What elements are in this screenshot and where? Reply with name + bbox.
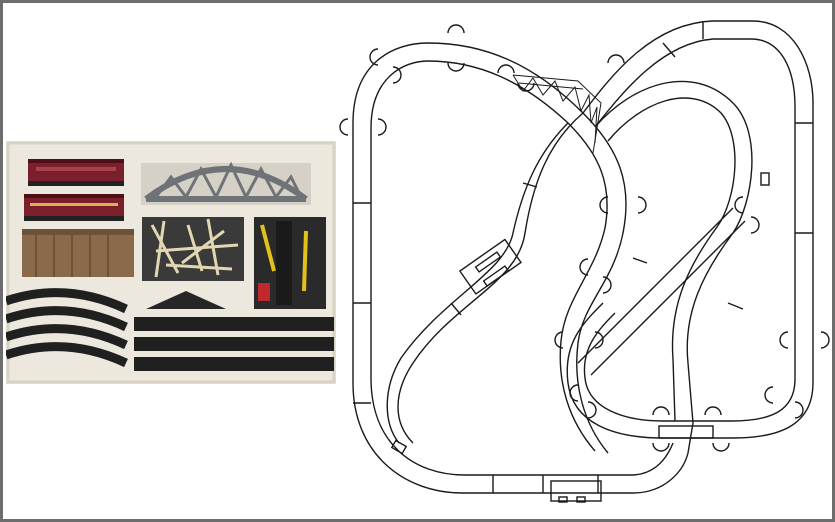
crossing-plate xyxy=(658,425,714,439)
crossing-accessory xyxy=(254,217,326,309)
station-platform xyxy=(458,238,522,295)
left-loop-inner xyxy=(370,60,674,476)
track-joints xyxy=(353,21,813,493)
bridge-piece xyxy=(141,161,311,205)
train-set-box-photo xyxy=(6,141,336,384)
bottom-connector xyxy=(550,480,602,503)
left-upper-path-outer xyxy=(427,42,627,454)
track-layout-diagram xyxy=(339,20,830,503)
accessory-parts xyxy=(142,217,244,281)
right-bottom-curve-inner xyxy=(583,312,664,422)
right-inner-path-outer xyxy=(594,80,753,424)
right-signal-box xyxy=(760,172,770,186)
passenger-car-1 xyxy=(28,159,124,186)
siding-track xyxy=(577,207,746,376)
right-loop-outer xyxy=(582,20,814,439)
right-loop-inner xyxy=(594,38,796,422)
right-inner-path-inner xyxy=(607,97,736,422)
left-loop-outer xyxy=(352,42,694,494)
curved-track-pieces xyxy=(6,288,128,368)
left-middle-path-inner xyxy=(386,122,569,444)
left-middle-path-outer xyxy=(397,112,584,444)
box-tray-edge xyxy=(6,141,336,384)
bridge-lattice xyxy=(512,74,602,154)
straight-track-pieces xyxy=(134,291,334,371)
passenger-car-2 xyxy=(24,194,124,221)
left-signal-box xyxy=(390,439,408,455)
right-bottom-curve xyxy=(566,302,664,439)
building-pieces xyxy=(22,229,134,277)
track-supports xyxy=(339,24,830,452)
